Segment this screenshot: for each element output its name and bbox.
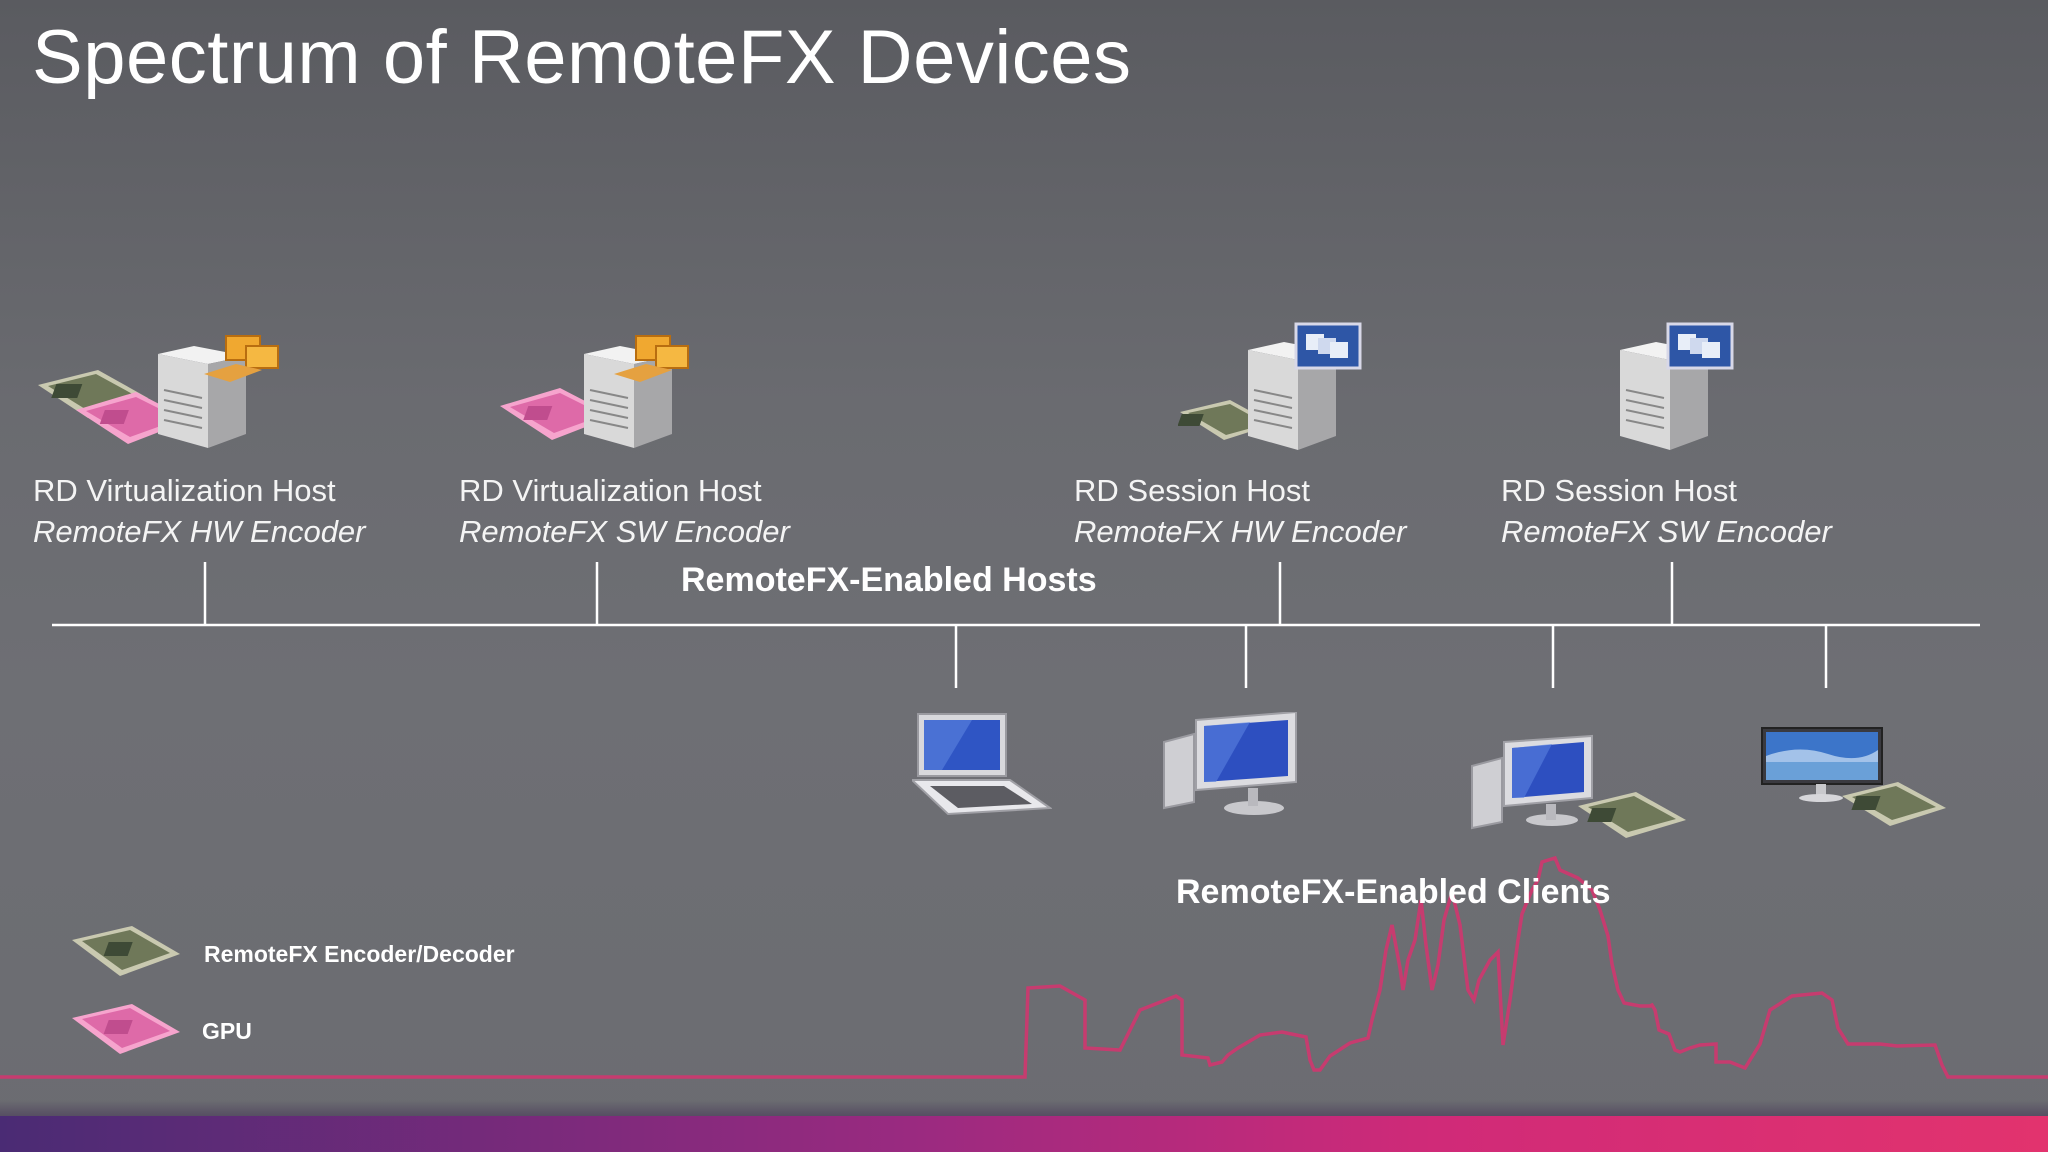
host-2-encoder: RemoteFX SW Encoder [459,514,790,549]
bottom-accent-band [0,1116,2048,1152]
clients-section-label: RemoteFX-Enabled Clients [1176,873,1611,911]
host-2-name: RD Virtualization Host [459,473,762,508]
host-4-icon-group [1612,320,1752,460]
session-windows-icon [1666,322,1734,370]
host-3-encoder: RemoteFX HW Encoder [1074,514,1407,549]
encoder-chip-icon [1578,792,1686,838]
legend-encoder-chip-icon [70,922,182,980]
host-4-encoder: RemoteFX SW Encoder [1501,514,1832,549]
host-2-icon-group [498,330,718,455]
monitor-icon [1761,727,1883,802]
legend-encoder-label: RemoteFX Encoder/Decoder [204,941,515,967]
bottom-fade [0,1100,2048,1118]
host-1-encoder: RemoteFX HW Encoder [33,514,366,549]
client-laptop-icon [909,710,1053,820]
legend-gpu-label: GPU [202,1018,252,1044]
client-monitor-encoder-icon-group [1758,726,1948,846]
host-3-icon-group [1177,320,1368,460]
hosts-section-label: RemoteFX-Enabled Hosts [681,561,1097,599]
session-windows-icon [1294,322,1362,370]
desktop-icon [1471,734,1593,830]
client-desktop-icon [1160,710,1305,817]
slide-title: Spectrum of RemoteFX Devices [32,15,1132,100]
server-icon [584,346,672,448]
encoder-chip-icon [1842,782,1946,826]
virtual-machine-icon [614,335,689,382]
city-skyline-decoration [0,855,2048,1079]
client-desktop-encoder-icon-group [1468,732,1688,852]
host-3-label: RD Session Host RemoteFX HW Encoder [1074,470,1407,552]
host-1-label: RD Virtualization Host RemoteFX HW Encod… [33,470,366,552]
host-1-name: RD Virtualization Host [33,473,336,508]
host-4-name: RD Session Host [1501,473,1738,508]
host-3-name: RD Session Host [1074,473,1311,508]
host-4-label: RD Session Host RemoteFX SW Encoder [1501,470,1832,552]
legend-gpu-chip-icon [70,1000,182,1058]
virtual-machine-icon [204,335,279,382]
host-1-icon-group [36,330,296,455]
host-2-label: RD Virtualization Host RemoteFX SW Encod… [459,470,790,552]
server-icon [158,346,246,448]
